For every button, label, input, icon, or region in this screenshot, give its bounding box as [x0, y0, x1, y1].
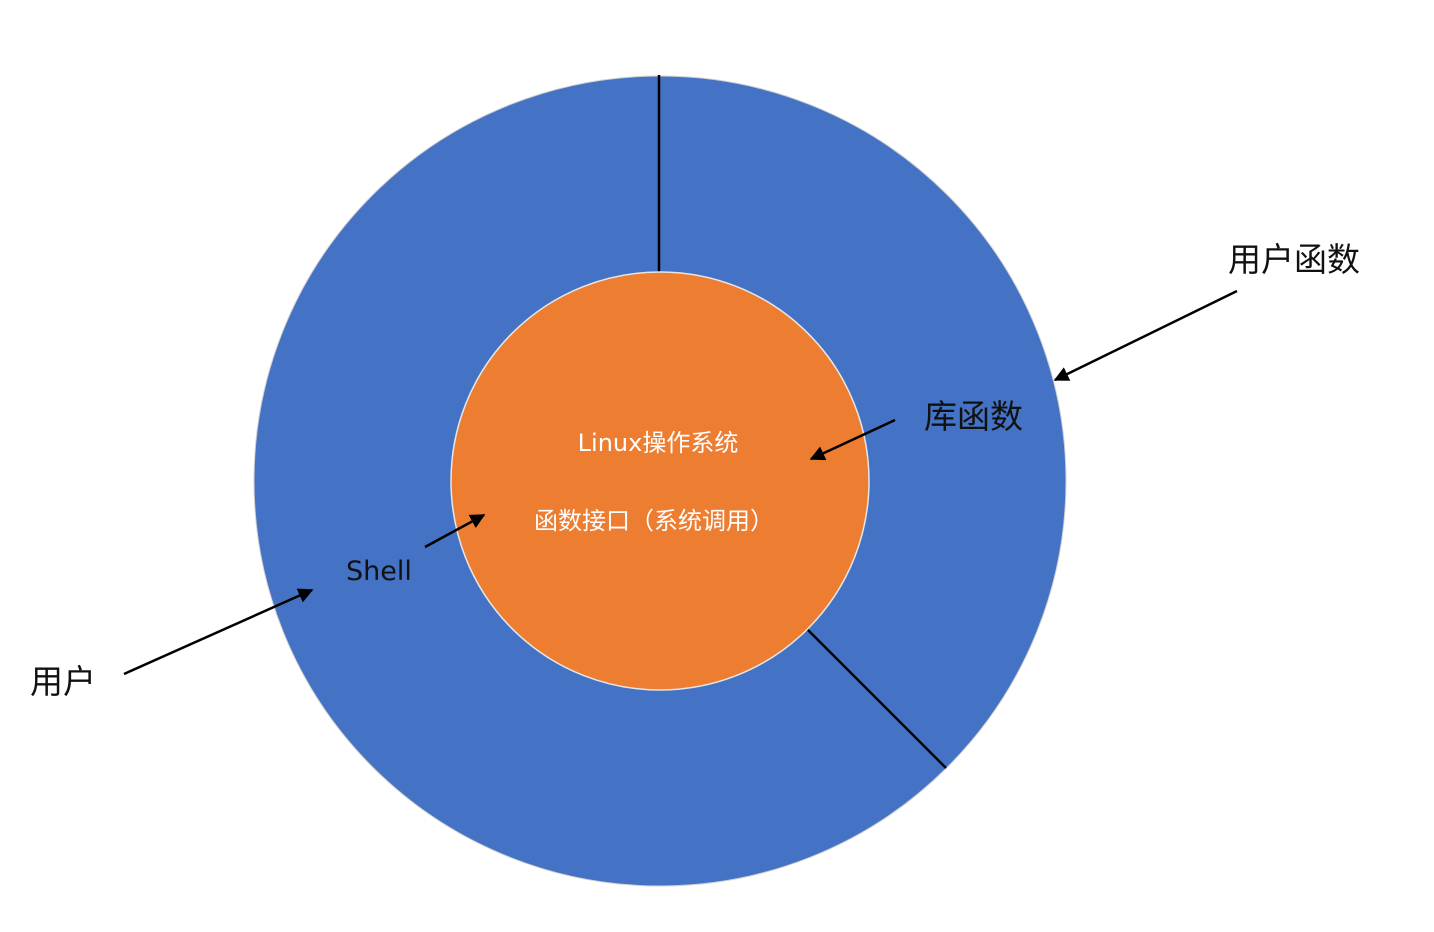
user-label: 用户: [30, 662, 96, 701]
kernel-label: Linux操作系统: [578, 429, 739, 457]
shell-label: Shell: [346, 556, 412, 587]
user-arrow: [123, 588, 314, 676]
user-function-arrow: [1053, 289, 1238, 382]
kernel-circle: [450, 271, 870, 691]
ring-divider-bottom-right: [805, 627, 947, 769]
syscall-label: 函数接口（系统调用）: [534, 507, 774, 535]
user-function-label: 用户函数: [1228, 240, 1360, 279]
library-arrow: [809, 418, 896, 461]
library-label: 库函数: [924, 397, 1023, 436]
shell-arrow: [424, 513, 486, 549]
